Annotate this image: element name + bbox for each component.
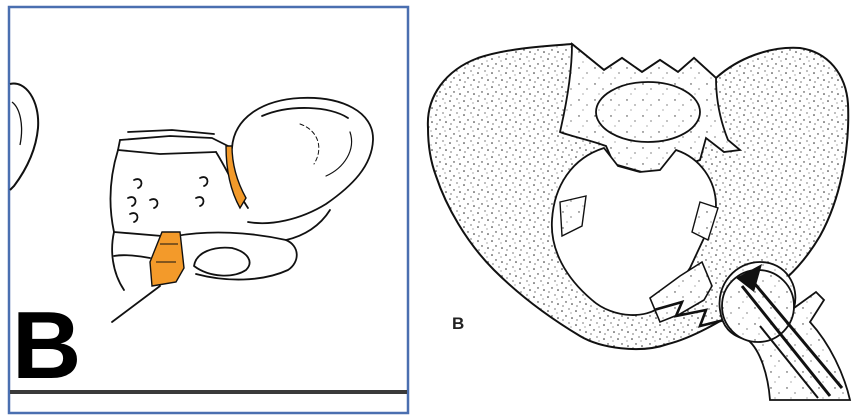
- right-panel: [428, 44, 850, 400]
- panel-label-right: B: [452, 315, 464, 332]
- vertebral-body-outline: [596, 82, 700, 142]
- panel-label-left: B: [12, 298, 79, 394]
